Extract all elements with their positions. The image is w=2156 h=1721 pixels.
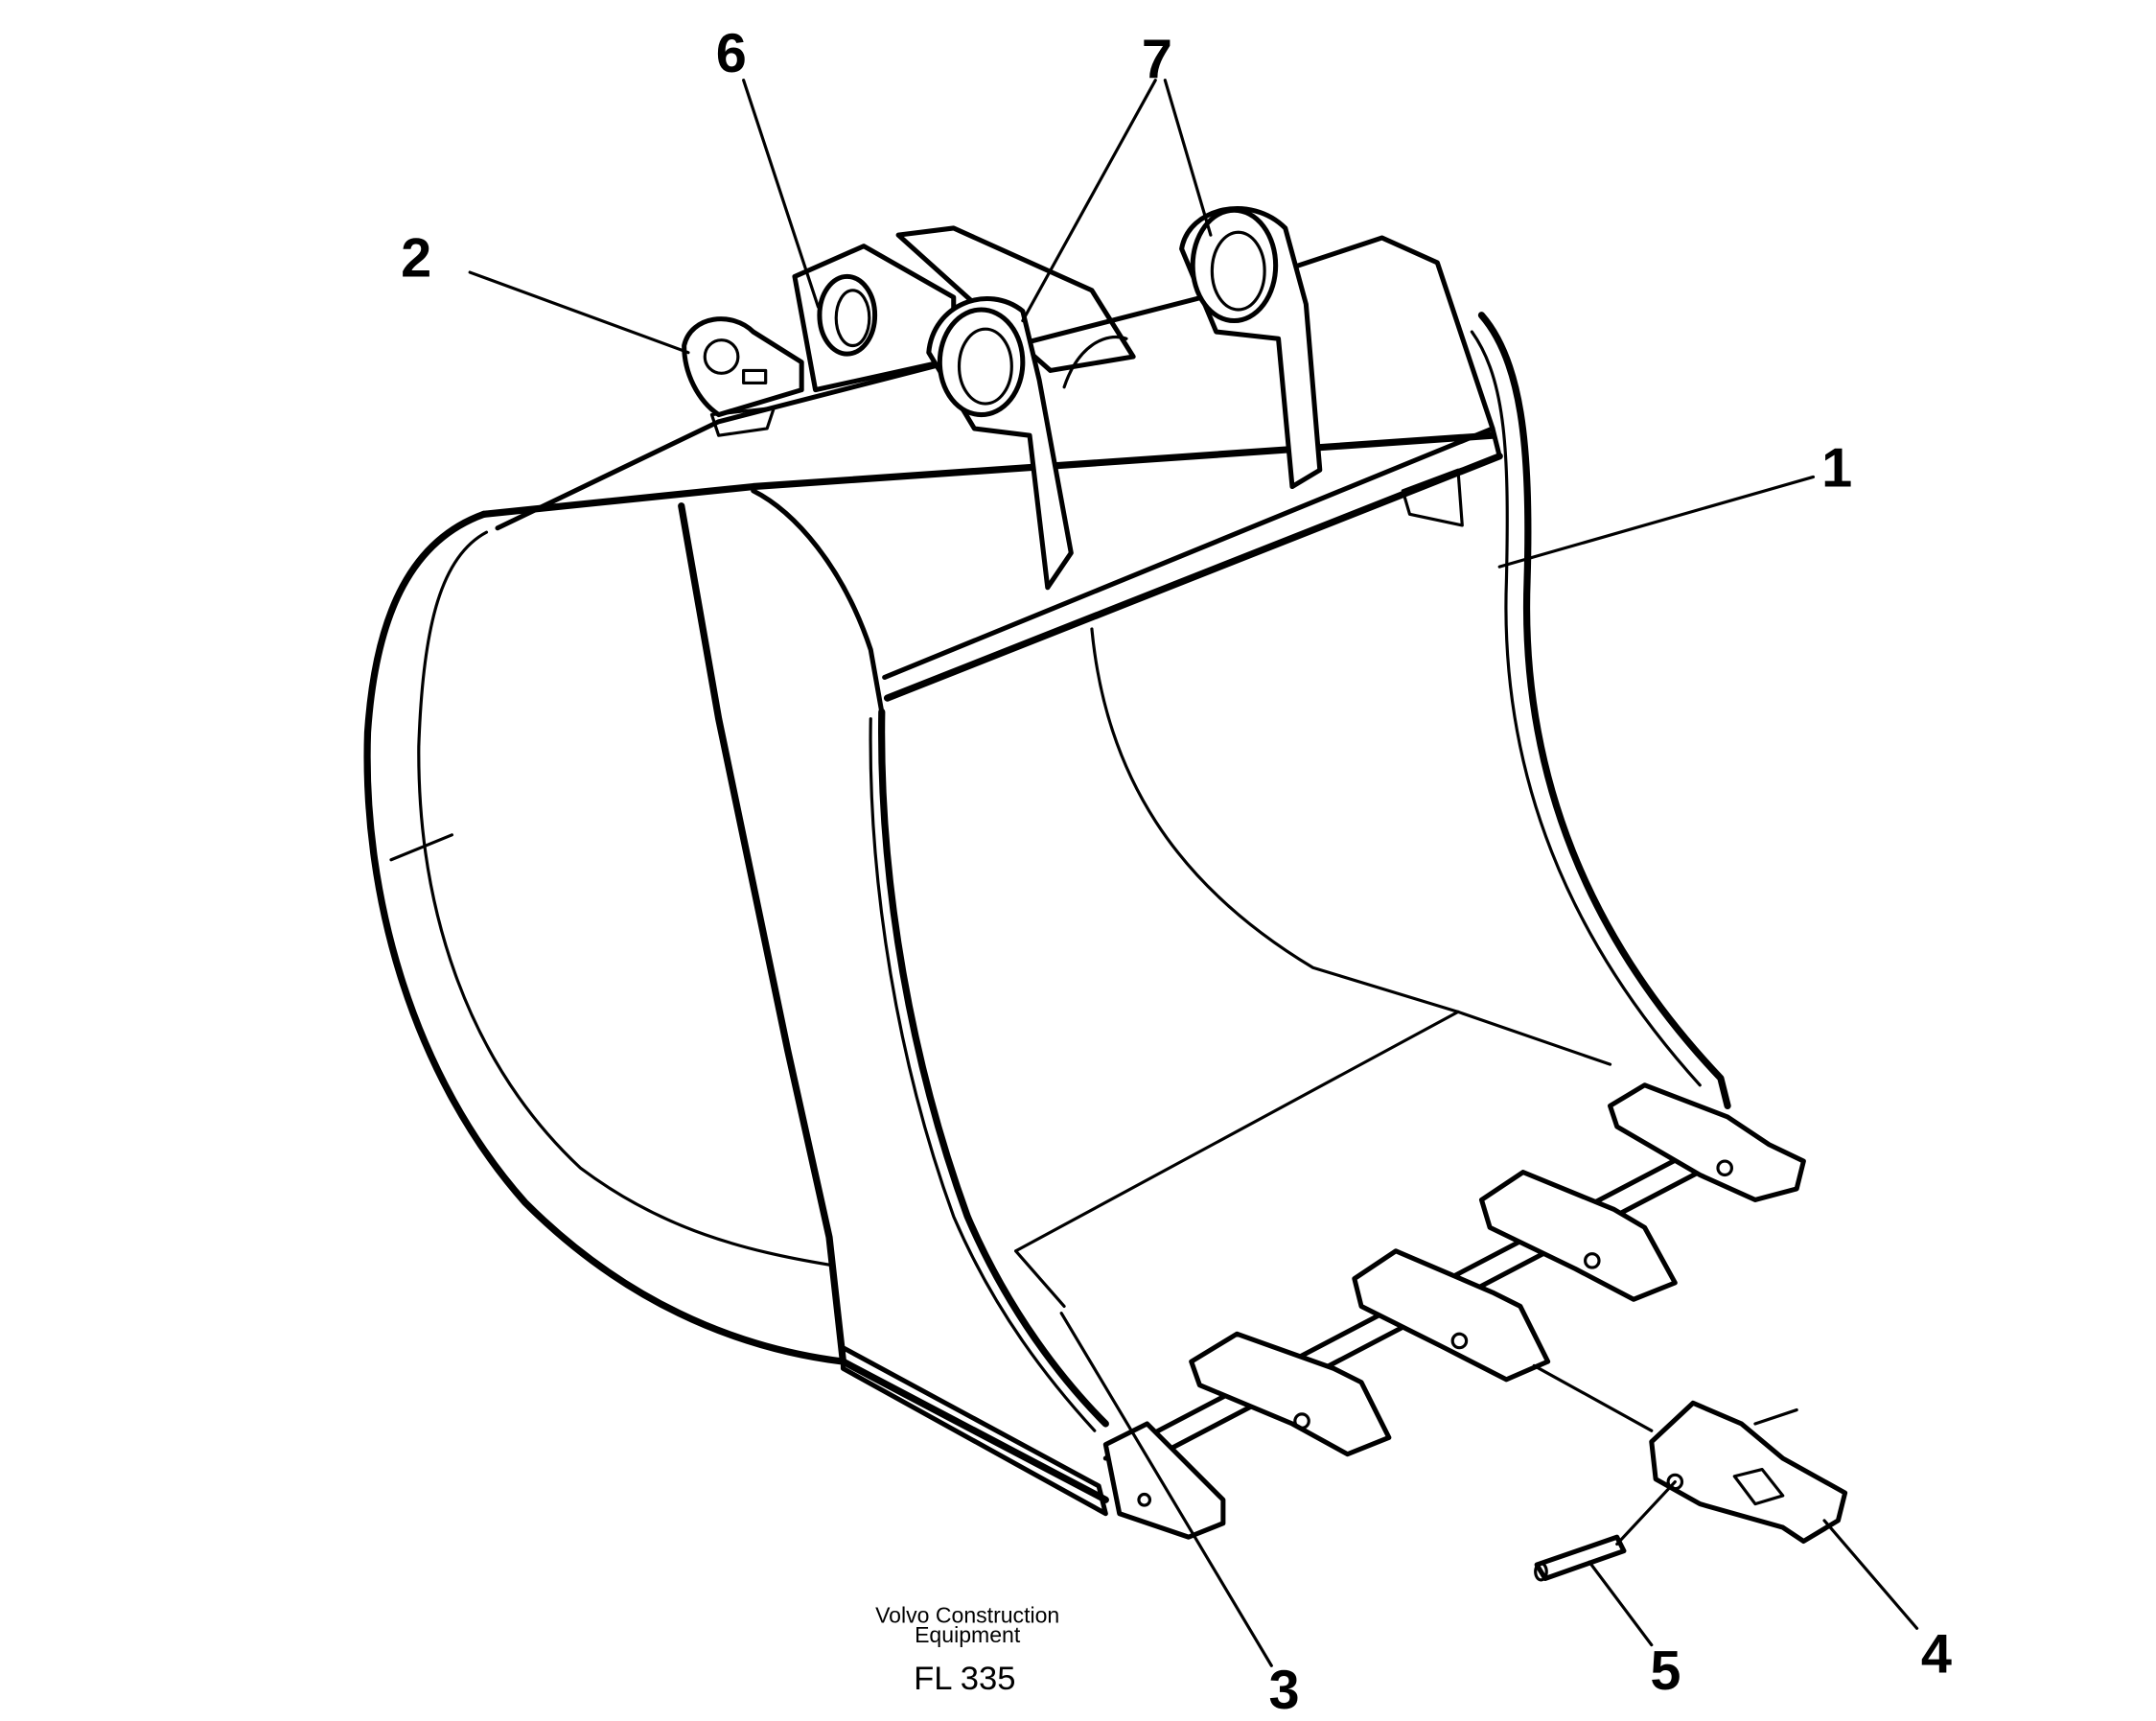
- exploded-tooth-4: [1649, 1400, 1848, 1545]
- right-side-plate-outline: [1477, 312, 1731, 1109]
- lifting-eye-2-hole-icon: [703, 338, 740, 375]
- leader-lines: [468, 79, 1919, 1667]
- rear-shell-left-edge: [678, 502, 847, 1365]
- front-shell-left-edge-inner: [869, 717, 1097, 1432]
- rear-shell-band: [751, 488, 885, 715]
- tooth-assembly: [1608, 1082, 1806, 1202]
- inner-floor-diagonal: [1014, 1010, 1460, 1253]
- left-side-plate-inner: [417, 530, 831, 1267]
- lower-lip-left: [840, 1345, 1108, 1517]
- inner-back-curve: [1090, 627, 1460, 1013]
- left-side-plate-outline: [363, 510, 1109, 1503]
- tooth-assembly: [1478, 1170, 1678, 1302]
- leader-1: [1497, 475, 1816, 569]
- callout-1: 1: [1821, 438, 1852, 500]
- leader-7a: [1021, 79, 1157, 323]
- lug-6-bore-icon: [817, 273, 878, 357]
- callout-numbers: 1 2 3 4 5 6 7: [401, 23, 1952, 1721]
- bucket-teeth: [1102, 1082, 1806, 1540]
- callout-5: 5: [1650, 1640, 1681, 1702]
- tooth-assembly: [1352, 1248, 1551, 1383]
- leader-6: [742, 79, 821, 309]
- credit-line-1: Volvo Construction: [875, 1603, 1059, 1628]
- credit-line-2: Equipment: [915, 1622, 1021, 1647]
- lug-7b-bore-inner: [1210, 230, 1266, 312]
- explode-axis-pin: [1615, 1479, 1677, 1546]
- lug-7a-bore-inner: [957, 327, 1013, 406]
- top-rail-shadow: [883, 453, 1503, 702]
- callout-7: 7: [1142, 29, 1172, 90]
- leader-4: [1822, 1519, 1919, 1630]
- left-side-seam: [389, 833, 454, 862]
- inner-floor-line-rear: [1456, 1010, 1612, 1066]
- lug-6-bore-inner: [834, 289, 871, 348]
- rail-bracket: [1401, 468, 1464, 527]
- lifting-eye-2: [682, 316, 804, 418]
- callout-3: 3: [1268, 1660, 1299, 1721]
- callout-2: 2: [401, 227, 431, 289]
- leader-7b: [1163, 79, 1213, 237]
- mounting-lugs: [682, 205, 1323, 591]
- tooth-assembly: [1102, 1421, 1226, 1540]
- lug-cross-plate: [895, 225, 1136, 373]
- top-edge-left: [479, 431, 1496, 518]
- leader-3: [1059, 1312, 1273, 1667]
- callout-4: 4: [1921, 1623, 1952, 1685]
- lug-cross-plate-curve: [1062, 335, 1128, 389]
- figure-code: FL 335: [914, 1661, 1015, 1697]
- tooth-assembly: [1189, 1331, 1392, 1457]
- inner-floor-left: [1014, 1249, 1066, 1309]
- drawing-credit: Volvo Construction Equipment FL 335: [875, 1603, 1059, 1697]
- right-side-plate-inner: [1470, 330, 1702, 1087]
- leader-2: [468, 270, 690, 355]
- leader-5: [1588, 1560, 1654, 1647]
- front-shell-left-edge: [878, 708, 1109, 1428]
- explode-axis-tip: [1753, 1407, 1798, 1426]
- explode-axis-line: [1532, 1363, 1654, 1432]
- lug-7b-bore-icon: [1190, 207, 1279, 324]
- callout-6: 6: [716, 23, 747, 84]
- lifting-eye-2-tag: [742, 368, 768, 384]
- lifting-eye-2-base: [709, 406, 776, 437]
- exploded-pin-5: [1534, 1534, 1627, 1582]
